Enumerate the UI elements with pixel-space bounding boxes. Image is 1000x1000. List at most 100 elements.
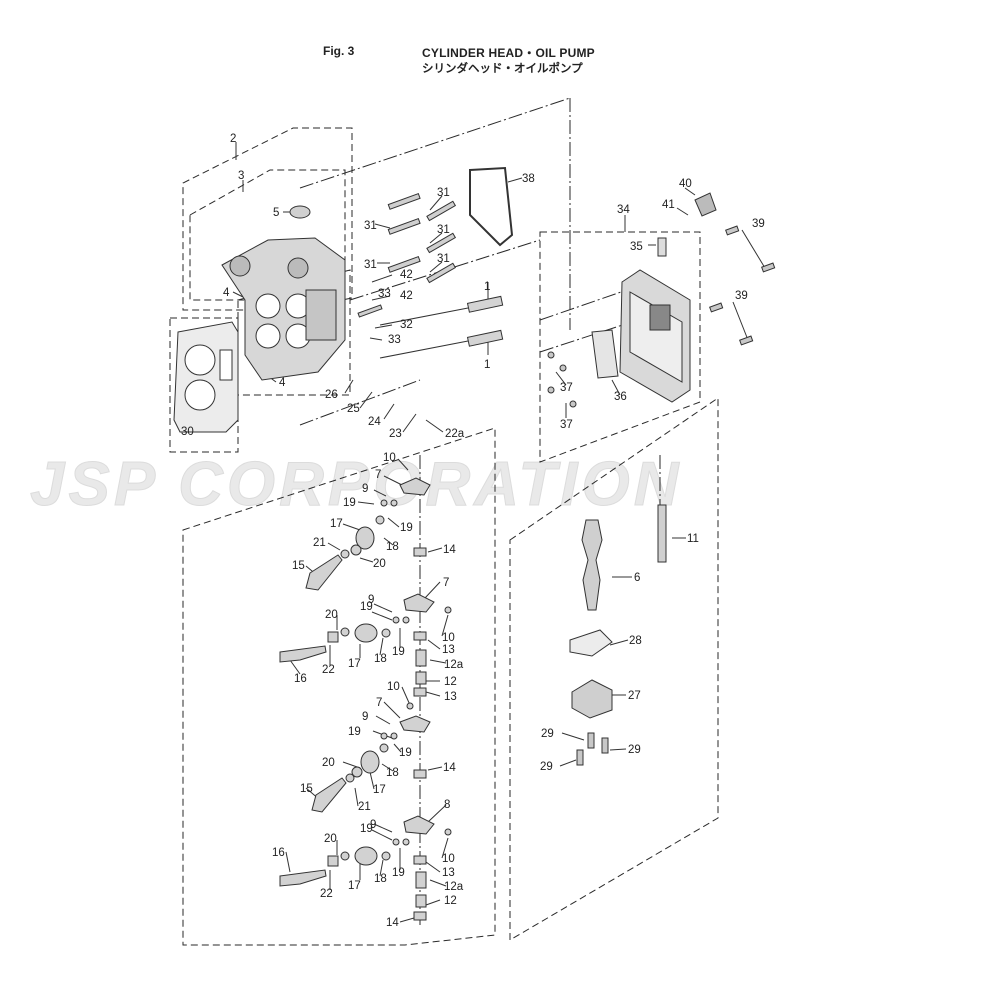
callout-label: 12a	[444, 659, 464, 671]
callout-label: 12	[444, 676, 457, 688]
callout-label: 20	[325, 609, 338, 621]
callout-label: 10	[383, 452, 396, 464]
callout-label: 18	[374, 873, 387, 885]
callout-label: 19	[360, 823, 373, 835]
watermark-text: JSP CORPORATION	[30, 450, 683, 519]
callout-label: 14	[443, 762, 456, 774]
callout-label: 3	[238, 170, 244, 182]
callout-label: 33	[378, 288, 391, 300]
callout-label: 1	[484, 281, 490, 293]
callout-label: 29	[628, 744, 641, 756]
push-rod-11	[657, 504, 667, 563]
callout-label: 18	[374, 653, 387, 665]
callout-label: 37	[560, 382, 573, 394]
breather-plug-40	[694, 192, 717, 217]
spring-17d	[354, 846, 378, 866]
callout-label: 6	[634, 572, 640, 584]
callout-label: 27	[628, 690, 641, 702]
callout-label: 18	[386, 767, 399, 779]
callout-label: 4	[279, 377, 286, 389]
callout-label: 30	[181, 426, 194, 438]
callout-label: 39	[752, 218, 765, 230]
callout-label: 29	[541, 728, 554, 740]
callout-label: 17	[330, 518, 343, 530]
callout-label: 19	[392, 646, 405, 658]
callout-label: 31	[437, 187, 450, 199]
callout-label: 16	[272, 847, 285, 859]
spark-plugs-1	[379, 295, 504, 359]
callout-label: 9	[368, 594, 374, 606]
callout-label: 19	[400, 522, 413, 534]
callout-label: 34	[617, 204, 630, 216]
figure-title-jp: シリンダヘッド・オイルポンプ	[422, 63, 583, 75]
callout-label: 40	[679, 178, 692, 190]
callout-label: 31	[437, 253, 450, 265]
callout-label: 33	[388, 334, 401, 346]
rocker-arm-8	[403, 815, 435, 835]
callout-label: 13	[444, 691, 457, 703]
spring-17	[355, 526, 375, 550]
callout-label: 22	[322, 664, 335, 676]
figure-label: Fig. 3	[323, 44, 355, 58]
callout-label: 19	[399, 747, 412, 759]
callout-label: 10	[442, 632, 455, 644]
parts-drawings	[173, 166, 776, 921]
callout-label: 10	[442, 853, 455, 865]
cylinder-head-part	[221, 237, 346, 381]
valve-16	[279, 645, 327, 663]
callout-label: 12a	[444, 881, 464, 893]
rocker-arm-7	[399, 477, 431, 496]
callout-label: 10	[387, 681, 400, 693]
callout-label: 5	[273, 207, 279, 219]
callout-label: 19	[348, 726, 361, 738]
callout-label: 8	[444, 799, 450, 811]
callout-label: 17	[348, 658, 361, 670]
valve-15b	[311, 777, 347, 813]
oil-pump-gasket-28	[569, 629, 613, 657]
group-boundary-30	[169, 317, 239, 453]
rocker-arm-7c	[399, 715, 431, 733]
rocker-arm-7b	[403, 593, 435, 613]
figure-title-en: CYLINDER HEAD・OIL PUMP	[422, 46, 595, 60]
callout-label: 2	[230, 133, 236, 145]
group-boundary-2	[182, 127, 353, 311]
callout-label: 12	[444, 895, 457, 907]
head-bolts-31	[357, 193, 457, 318]
callout-label: 11	[687, 533, 699, 545]
callout-label: 13	[442, 867, 455, 879]
group-boundary-34	[539, 231, 701, 463]
callout-label: 14	[386, 917, 399, 929]
callout-label: 17	[373, 784, 386, 796]
callout-label: 20	[373, 558, 386, 570]
callout-label: 29	[540, 761, 553, 773]
callout-label: 1	[484, 359, 490, 371]
spring-17c	[360, 750, 380, 774]
callout-label: 7	[375, 469, 381, 481]
callout-label: 18	[386, 541, 399, 553]
callout-label: 15	[292, 560, 305, 572]
callout-label: 9	[362, 483, 368, 495]
callout-label: 31	[364, 259, 377, 271]
callout-label: 39	[735, 290, 748, 302]
callout-label: 19	[343, 497, 356, 509]
callout-labels: 2 3 5 4 31 31 31 31 38 40 41 34 39 35 31…	[181, 133, 765, 929]
callout-label: 7	[443, 577, 449, 589]
callout-label: 16	[294, 673, 307, 685]
lifter-14	[413, 547, 427, 557]
group-boundary-oilpump	[509, 397, 719, 941]
callout-label: 35	[630, 241, 643, 253]
diagram-lines	[169, 97, 766, 946]
callout-label: 42	[400, 269, 413, 281]
callout-label: 20	[324, 833, 337, 845]
cap-part	[289, 205, 311, 219]
callout-label: 22a	[445, 428, 465, 440]
callout-label: 26	[325, 389, 338, 401]
callout-label: 32	[400, 319, 413, 331]
callout-label: 19	[360, 601, 373, 613]
callout-label: 20	[322, 757, 335, 769]
callout-label: 31	[364, 220, 377, 232]
callout-label: 22	[320, 888, 333, 900]
callout-label: 13	[442, 644, 455, 656]
callout-label: 38	[522, 173, 535, 185]
